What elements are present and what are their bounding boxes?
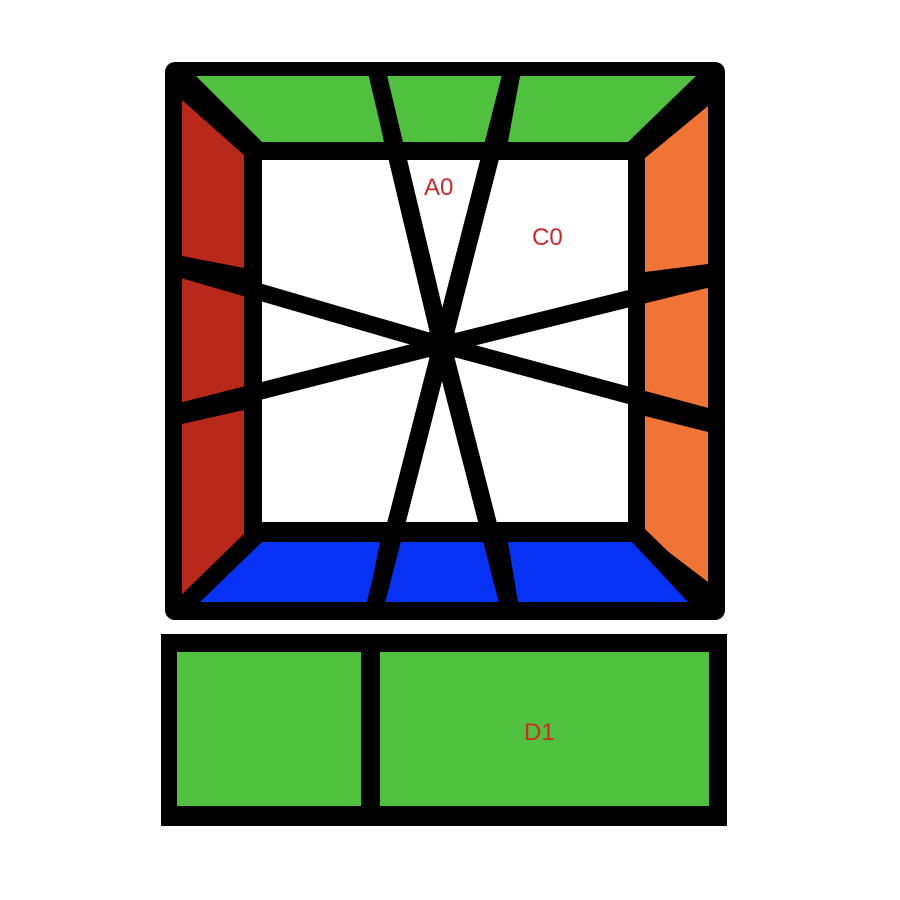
- left-strip-top: [182, 100, 244, 268]
- slice-lines: [167, 69, 723, 613]
- top-strip-middle: [386, 76, 504, 142]
- label-c0: C0: [532, 224, 563, 251]
- slice-line: [167, 336, 445, 423]
- slice-line: [433, 342, 519, 613]
- slice-line: [167, 257, 445, 354]
- corner-seam-bottom-left: [177, 526, 261, 610]
- middle-layer-right-piece: [380, 652, 709, 806]
- slice-line: [368, 69, 451, 348]
- right-strip-top: [645, 106, 708, 272]
- top-strip-left: [196, 76, 384, 142]
- bottom-strip-middle: [384, 542, 502, 602]
- middle-layer-left-piece: [177, 652, 361, 806]
- label-d1: D1: [524, 719, 555, 746]
- corner-seams: [177, 75, 717, 610]
- center-pivot: [424, 327, 460, 363]
- slice-line: [433, 69, 521, 348]
- top-strip-right: [508, 76, 696, 142]
- right-strip-bottom: [645, 416, 708, 582]
- right-strip-middle: [645, 286, 708, 408]
- bottom-strip-right: [508, 542, 688, 602]
- slice-line: [365, 342, 451, 613]
- slice-line: [439, 336, 723, 429]
- bottom-strip-left: [200, 542, 380, 602]
- corner-seam-top-right: [633, 76, 715, 156]
- label-a0: A0: [424, 174, 453, 201]
- left-strip-middle: [182, 276, 244, 406]
- slice-line: [439, 267, 723, 354]
- corner-seam-top-left: [178, 75, 260, 157]
- corner-seam-bottom-right: [633, 526, 717, 610]
